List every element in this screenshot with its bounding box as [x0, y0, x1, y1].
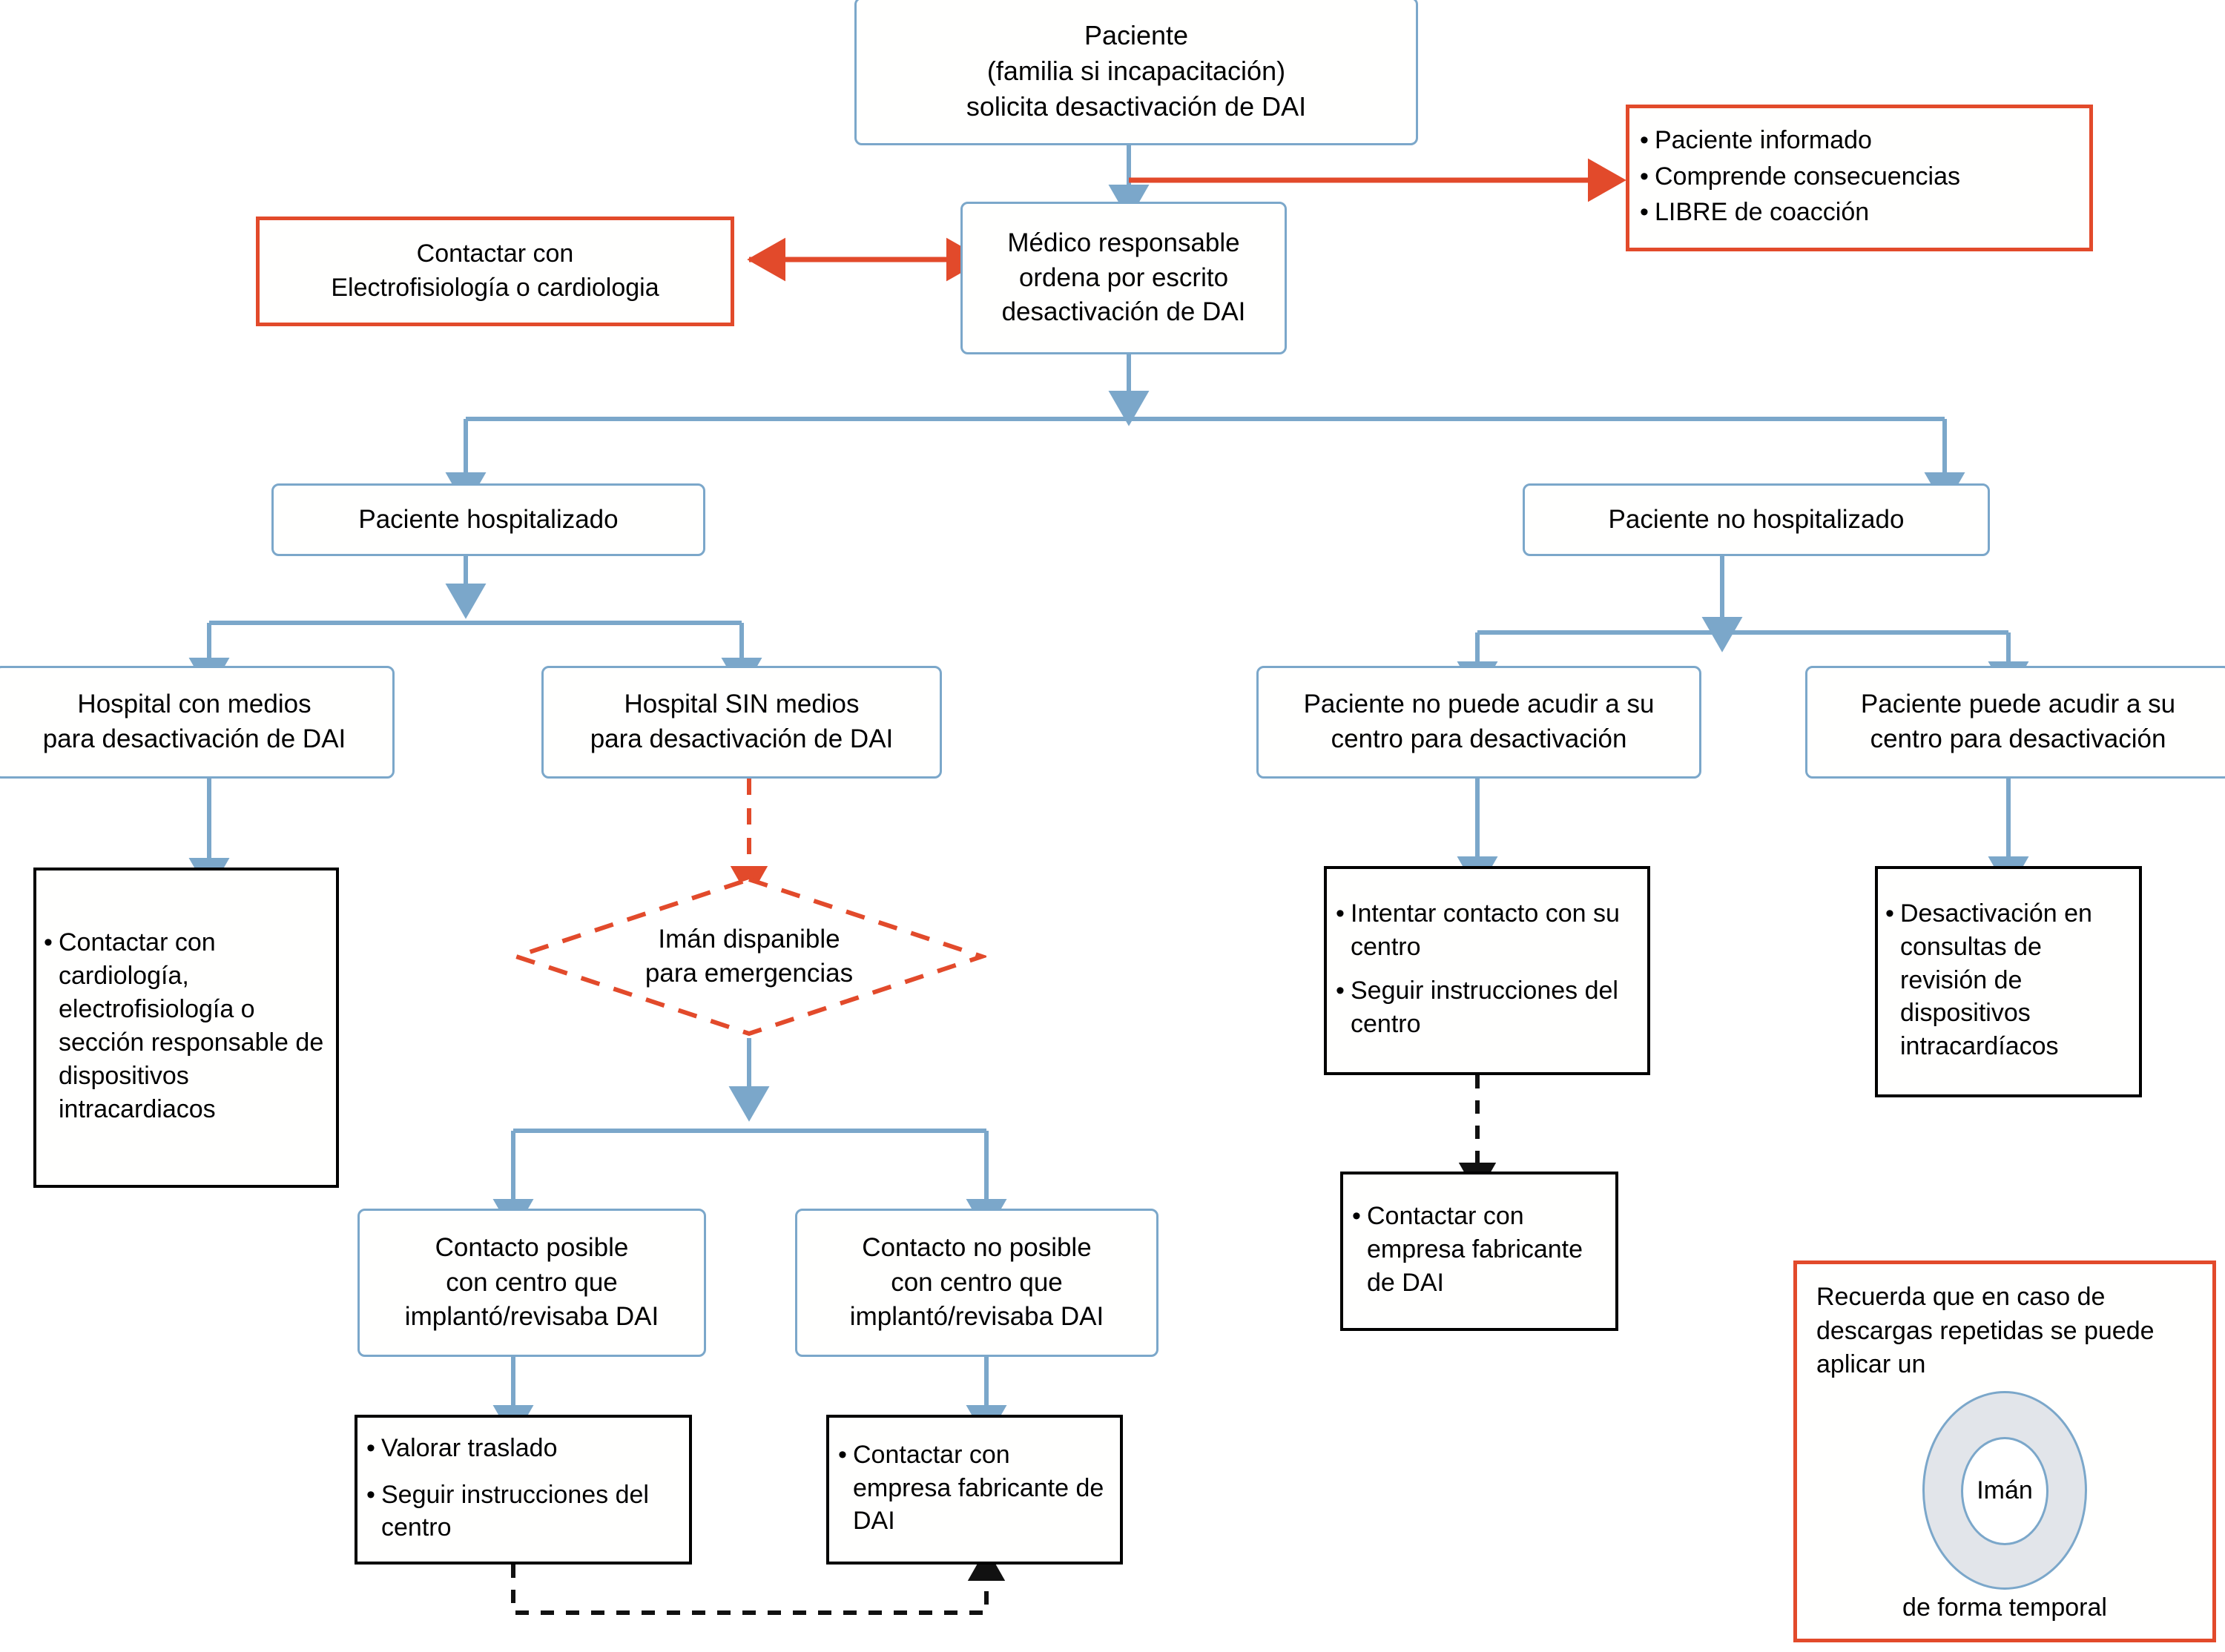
node-not-hospitalized[interactable]: Paciente no hospitalizado — [1523, 483, 1990, 556]
contact-possible-line-3: implantó/revisaba DAI — [404, 1302, 659, 1332]
node-hospitalized[interactable]: Paciente hospitalizado — [271, 483, 705, 556]
node-contact-electrophysiology[interactable]: Contactar con Electrofisiología o cardio… — [256, 217, 734, 326]
list-item: •Intentar contacto con su centro — [1336, 897, 1638, 964]
assess-transfer-bullets: •Valorar traslado •Seguir instrucciones … — [357, 1432, 689, 1548]
informed-consent-item-3: LIBRE de coacción — [1655, 198, 1870, 227]
node-magnet-available[interactable]: Imán dispanible para emergencias — [509, 875, 989, 1038]
list-item: •LIBRE de coacción — [1640, 196, 2079, 229]
can-attend-line-2: centro para desactivación — [1870, 724, 2166, 753]
deactivation-in-clinic-item-1: Desactivación en consultas de revisión d… — [1900, 899, 2092, 1061]
magnet-available-line-1: Imán dispanible — [658, 924, 840, 954]
node-contact-not-possible[interactable]: Contacto no posible con centro que impla… — [795, 1209, 1158, 1357]
list-item: •Seguir instrucciones del centro — [1336, 974, 1638, 1041]
node-physician-order[interactable]: Médico responsable ordena por escrito de… — [960, 202, 1287, 354]
list-item: •Contactar con cardiología, electrofisio… — [44, 926, 329, 1126]
contact-possible-line-2: con centro que — [446, 1267, 618, 1297]
list-item: •Contactar con empresa fabricante de DAI — [1352, 1200, 1606, 1300]
node-contact-possible[interactable]: Contacto posible con centro que implantó… — [357, 1209, 706, 1357]
node-patient-request[interactable]: Paciente (familia si incapacitación) sol… — [854, 0, 1418, 145]
magnet-ring-label: Imán — [1977, 1476, 2033, 1505]
informed-consent-item-1: Paciente informado — [1655, 125, 1872, 154]
list-item: •Paciente informado — [1640, 124, 2079, 157]
not-hospitalized-label: Paciente no hospitalizado — [1608, 504, 1905, 534]
patient-request-line-1: Paciente — [1084, 19, 1189, 50]
list-item: •Seguir instrucciones del centro — [366, 1478, 680, 1545]
informed-consent-bullets: •Paciente informado •Comprende consecuen… — [1629, 124, 2089, 233]
contact-not-possible-line-2: con centro que — [891, 1267, 1063, 1297]
hospitalized-label: Paciente hospitalizado — [358, 504, 619, 534]
contact-possible-line-1: Contacto posible — [435, 1232, 629, 1262]
contact-electrophysiology-line-1: Contactar con — [416, 239, 574, 268]
hospital-with-means-line-2: para desactivación de DAI — [42, 724, 346, 753]
node-can-attend[interactable]: Paciente puede acudir a su centro para d… — [1805, 666, 2225, 779]
cannot-attend-line-2: centro para desactivación — [1331, 724, 1627, 753]
magnet-note-title: Recuerda que en caso de descargas repeti… — [1816, 1283, 2155, 1379]
bullet-dot: • — [1640, 162, 1649, 191]
hospital-with-means-line-1: Hospital con medios — [77, 690, 312, 719]
hospital-without-means-line-1: Hospital SIN medios — [624, 690, 860, 719]
node-contact-manufacturer-left[interactable]: •Contactar con empresa fabricante de DAI — [826, 1415, 1123, 1565]
try-contact-center-item-2: Seguir instrucciones del centro — [1351, 977, 1618, 1038]
contact-manufacturer-left-bullets: •Contactar con empresa fabricante de DAI — [829, 1438, 1120, 1542]
bullet-dot: • — [1336, 899, 1345, 928]
contact-not-possible-line-1: Contacto no posible — [862, 1232, 1092, 1262]
node-try-contact-center[interactable]: •Intentar contacto con su centro •Seguir… — [1324, 866, 1650, 1075]
bullet-dot: • — [1640, 125, 1649, 154]
physician-order-line-1: Médico responsable — [1007, 228, 1240, 257]
deactivation-in-clinic-bullets: •Desactivación en consultas de revisión … — [1878, 897, 2139, 1066]
cannot-attend-line-1: Paciente no puede acudir a su — [1303, 690, 1655, 719]
assess-transfer-item-2: Seguir instrucciones del centro — [381, 1480, 649, 1542]
contact-electrophysiology-line-2: Electrofisiología o cardiologia — [331, 274, 659, 302]
contact-cardiology-item-1: Contactar con cardiología, electrofisiol… — [59, 928, 324, 1123]
list-item: •Contactar con empresa fabricante de DAI — [838, 1438, 1111, 1539]
bullet-dot: • — [838, 1440, 847, 1469]
bullet-dot: • — [1885, 899, 1894, 928]
contact-manufacturer-right-item-1: Contactar con empresa fabricante de DAI — [1367, 1202, 1583, 1297]
node-deactivation-in-clinic[interactable]: •Desactivación en consultas de revisión … — [1875, 866, 2142, 1097]
node-hospital-with-means[interactable]: Hospital con medios para desactivación d… — [0, 666, 395, 779]
node-cannot-attend[interactable]: Paciente no puede acudir a su centro par… — [1256, 666, 1701, 779]
contact-manufacturer-right-bullets: •Contactar con empresa fabricante de DAI — [1343, 1200, 1615, 1303]
bullet-dot: • — [366, 1480, 375, 1509]
contact-manufacturer-left-item-1: Contactar con empresa fabricante de DAI — [853, 1440, 1104, 1536]
contact-not-possible-line-3: implantó/revisaba DAI — [849, 1302, 1104, 1332]
magnet-note-footer: de forma temporal — [1902, 1593, 2107, 1622]
physician-order-line-3: desactivación de DAI — [1001, 297, 1246, 327]
list-item: •Desactivación en consultas de revisión … — [1885, 897, 2132, 1063]
assess-transfer-item-1: Valorar traslado — [381, 1433, 558, 1462]
physician-order-line-2: ordena por escrito — [1018, 262, 1229, 292]
node-assess-transfer[interactable]: •Valorar traslado •Seguir instrucciones … — [355, 1415, 692, 1565]
bullet-dot: • — [1336, 977, 1345, 1005]
bullet-dot: • — [1352, 1202, 1361, 1231]
diamond-shape — [509, 876, 989, 1037]
magnet-ring-inner: Imán — [1961, 1437, 2048, 1546]
patient-request-line-3: solicita desactivación de DAI — [966, 91, 1307, 122]
magnet-ring-icon: Imán — [1922, 1391, 2087, 1590]
can-attend-line-1: Paciente puede acudir a su — [1860, 690, 2176, 719]
bullet-dot: • — [44, 928, 53, 957]
node-contact-manufacturer-right[interactable]: •Contactar con empresa fabricante de DAI — [1340, 1172, 1618, 1331]
try-contact-center-bullets: •Intentar contacto con su centro •Seguir… — [1327, 897, 1647, 1044]
try-contact-center-item-1: Intentar contacto con su centro — [1351, 899, 1620, 962]
node-contact-cardiology[interactable]: •Contactar con cardiología, electrofisio… — [33, 868, 339, 1188]
hospital-without-means-line-2: para desactivación de DAI — [590, 724, 894, 753]
list-item: •Comprende consecuencias — [1640, 160, 2079, 194]
node-hospital-without-means[interactable]: Hospital SIN medios para desactivación d… — [541, 666, 942, 779]
node-magnet-note[interactable]: Recuerda que en caso de descargas repeti… — [1793, 1261, 2216, 1642]
contact-cardiology-bullets: •Contactar con cardiología, electrofisio… — [36, 926, 336, 1129]
node-informed-consent[interactable]: •Paciente informado •Comprende consecuen… — [1626, 105, 2093, 251]
list-item: •Valorar traslado — [366, 1432, 680, 1465]
informed-consent-item-2: Comprende consecuencias — [1655, 162, 1961, 191]
patient-request-line-2: (familia si incapacitación) — [986, 55, 1286, 86]
magnet-available-line-2: para emergencias — [645, 959, 854, 988]
bullet-dot: • — [366, 1433, 375, 1462]
bullet-dot: • — [1640, 198, 1649, 227]
